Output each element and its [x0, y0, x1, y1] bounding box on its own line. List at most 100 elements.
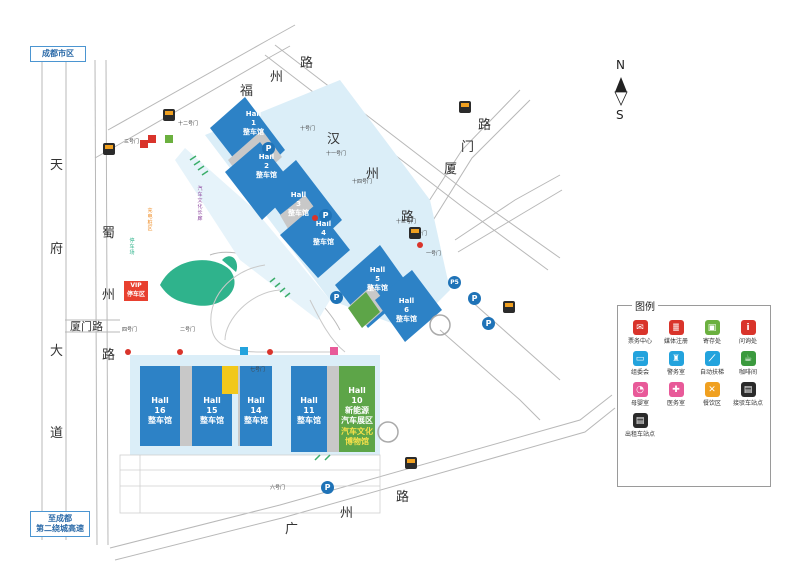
gate-13: 十三号门 [396, 219, 417, 225]
committee-icon: ▭ [632, 351, 648, 366]
legend-item-label: 组委会 [630, 369, 649, 376]
road-guangzhou-1: 广 [285, 522, 299, 537]
hall-10-label: Hall 10 新能源 汽车展区 [341, 386, 373, 425]
hall-4-label: Hall 4 整车馆 [313, 220, 334, 246]
zone-label-purple: 汽车文化长廊 [197, 186, 203, 222]
dining-icon: ✕ [704, 382, 720, 397]
hall-11-label: Hall 11 整车馆 [297, 396, 321, 425]
road-xiamen-ne-2: 门 [461, 140, 475, 155]
road-xiamen-ne-3: 路 [478, 118, 492, 133]
info-icon: i [740, 320, 756, 335]
legend-item-label: 母婴室 [630, 400, 649, 407]
compass-arrow [614, 77, 628, 106]
park-area [160, 260, 235, 306]
legend-item: ⟋自动扶梯 [694, 351, 730, 376]
hall-16-block [140, 366, 180, 446]
road-guangzhou-2: 州 [340, 506, 354, 521]
legend-item: ▣寄存处 [694, 320, 730, 345]
parking-badge: P [319, 209, 332, 222]
parking-badge-p5: P5 [448, 276, 461, 289]
legend-item-label: 媒体注册 [663, 338, 688, 345]
park-area-small [222, 256, 238, 272]
road-guangzhou-3: 路 [396, 490, 410, 505]
baby-icon: ◔ [632, 382, 648, 397]
road-fuzhou-3: 路 [300, 56, 314, 71]
gate-7: 七号门 [250, 367, 266, 373]
media-icon: ≣ [668, 320, 684, 335]
legend-item: ✕ 餐饮区 [694, 382, 730, 407]
gate-4: 四号门 [122, 327, 138, 333]
legend-item-label: 自动扶梯 [699, 369, 724, 376]
access-roads [210, 264, 346, 353]
gate-10a: 十号门 [300, 126, 316, 132]
shuttle-icon [459, 101, 471, 113]
hall-10-block [339, 366, 375, 452]
ramps [189, 155, 331, 461]
road-tianfu-4: 道 [50, 426, 64, 441]
parking-badge: P [321, 481, 334, 494]
legend-item-label: 医务室 [666, 400, 685, 407]
vip-parking: VIP 停车区 [124, 281, 148, 301]
road-tianfu-3: 大 [50, 344, 64, 359]
zone-label-teal: 停车场 [129, 238, 135, 256]
road-shuzhou-2: 州 [102, 288, 116, 303]
legend-item: ▭ 组委会 [622, 351, 658, 376]
parking-lot [119, 454, 381, 514]
road-shuzhou-1: 蜀 [102, 226, 116, 241]
gate-11: 十一号门 [326, 151, 347, 157]
legend-item: ≣ 媒体注册 [658, 320, 694, 345]
shuttle-icon [103, 143, 115, 155]
hall-15-label: Hall 15 整车馆 [200, 396, 224, 425]
hall-3-label: Hall 3 整车馆 [288, 191, 309, 217]
legend-item-label: 寄存处 [702, 338, 721, 345]
parking-badge: P [330, 291, 343, 304]
legend-item: ✚ 医务室 [658, 382, 694, 407]
legend-item: ◔ 母婴室 [622, 382, 658, 407]
hall-11-block [291, 366, 327, 452]
road-xiamen-west: 厦门路 [70, 320, 103, 333]
legend-item-label: 问询处 [738, 338, 757, 345]
highway-label: 至成都 第二绕城高速 [30, 511, 90, 537]
legend-item-label: 餐饮区 [702, 400, 721, 407]
legend-item: ✉票务中心 [622, 320, 658, 345]
shuttle-icon [409, 227, 421, 239]
legend-grid: ✉票务中心 ≣ 媒体注册 ▣寄存处 i 问询处 ▭ 组委会 ♜ 警务室 ⟋自动扶梯☕咖啡间 ◔ 母婴室 ✚… [622, 320, 766, 438]
shuttle-icon [405, 457, 417, 469]
hall-14-block [240, 366, 272, 446]
parking-badge: P [468, 292, 481, 305]
ticket-icon: ✉ [632, 320, 648, 335]
facility-markers [125, 135, 423, 355]
district-label: 成都市区 [30, 46, 86, 62]
zone-label-orange: 充电桩区 [147, 208, 153, 232]
police-icon: ♜ [668, 351, 684, 366]
shuttle-icon: ▤ [740, 382, 756, 397]
legend-item-label: 警务室 [666, 369, 685, 376]
legend-item: ▤出租车站点 [622, 413, 658, 438]
hall-5-label: Hall 5 整车馆 [367, 266, 388, 292]
hall-6-label: Hall 6 整车馆 [396, 297, 417, 323]
parking-badge: P [262, 142, 275, 155]
road-lu: 路 [102, 348, 116, 363]
hall-1-label: Hall 1 整车馆 [243, 110, 264, 136]
hall-14-label: Hall 14 整车馆 [244, 396, 268, 425]
road-tianfu-1: 天 [50, 158, 64, 173]
road-tianfu-2: 府 [50, 242, 64, 257]
legend-item: ☕咖啡间 [730, 351, 766, 376]
hall-4-block [280, 205, 350, 278]
taxi-icon: ▤ [632, 413, 648, 428]
road-fuzhou-2: 州 [270, 70, 284, 85]
legend-item: ▤ 接驳车站点 [730, 382, 766, 407]
legend-item-label: 咖啡间 [738, 369, 757, 376]
hall-6-block [375, 270, 442, 342]
gate-14: 十四号门 [352, 179, 373, 185]
legend-item-label: 接驳车站点 [732, 400, 763, 407]
gate-2: 二号门 [180, 327, 196, 333]
medical-icon: ✚ [668, 382, 684, 397]
gate-6: 六号门 [270, 485, 286, 491]
shuttle-icon [163, 109, 175, 121]
road-hanzhou-3: 路 [401, 210, 415, 225]
gate-12: 十二号门 [178, 121, 199, 127]
gate-3: 三号门 [124, 139, 140, 145]
